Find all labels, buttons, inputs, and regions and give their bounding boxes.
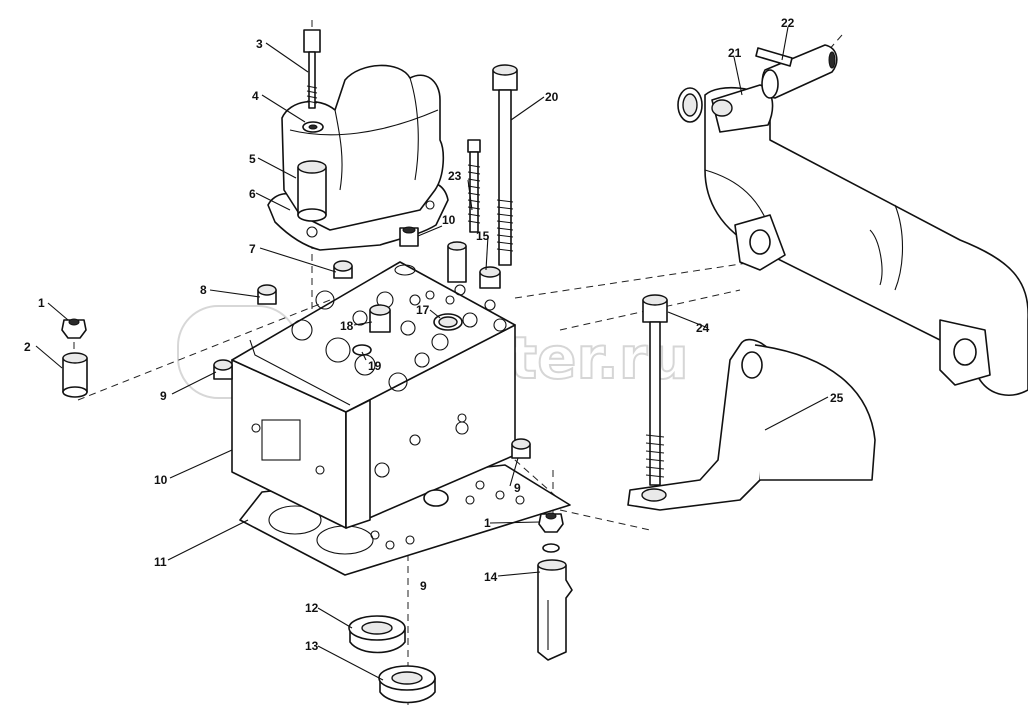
small-parts [213, 226, 531, 459]
valve-seat-ring-upper [348, 615, 406, 654]
long-head-bolt [492, 64, 518, 266]
callout-7: 7 [249, 242, 256, 256]
leader-lines [35, 26, 829, 681]
valve-seat-ring-lower [378, 665, 436, 704]
callout-12: 12 [305, 601, 319, 615]
callout-10-block: 10 [154, 473, 168, 487]
callout-6: 6 [249, 187, 256, 201]
callout-9-right: 9 [514, 481, 521, 495]
callout-5: 5 [249, 152, 256, 166]
stud-bolt [467, 139, 481, 233]
support-bracket [627, 338, 876, 511]
callout-25: 25 [830, 391, 844, 405]
callout-24: 24 [696, 321, 710, 335]
callout-9-left: 9 [160, 389, 167, 403]
callout-23: 23 [448, 169, 462, 183]
callout-4: 4 [252, 89, 259, 103]
callout-20: 20 [545, 90, 559, 104]
left-sleeve [62, 352, 88, 398]
callout-15: 15 [476, 229, 490, 243]
callout-22: 22 [781, 16, 795, 30]
callout-1-right: 1 [484, 516, 491, 530]
right-nut [538, 512, 564, 533]
callout-8: 8 [200, 283, 207, 297]
cover-bolt [303, 29, 321, 109]
cylinder-head [231, 261, 516, 529]
callout-17: 17 [416, 303, 430, 317]
callout-13: 13 [305, 639, 319, 653]
callout-14: 14 [484, 570, 498, 584]
cover-washer [302, 121, 324, 133]
callout-labels: 3 4 5 6 7 8 9 10 11 12 13 1 2 10 15 23 2… [24, 16, 844, 653]
callout-9-bottom: 9 [420, 579, 427, 593]
manifold-pipe [755, 44, 838, 99]
callout-18: 18 [340, 319, 354, 333]
callout-19: 19 [368, 359, 382, 373]
left-nut [61, 318, 87, 339]
cover-spacer [297, 160, 327, 222]
callout-21: 21 [728, 46, 742, 60]
exhaust-manifold [677, 84, 1028, 396]
rocker-support [537, 543, 573, 661]
callout-3: 3 [256, 37, 263, 51]
callout-2: 2 [24, 340, 31, 354]
callout-11: 11 [154, 555, 167, 569]
callout-10-top: 10 [442, 213, 456, 227]
bracket-bolt [642, 294, 668, 486]
callout-1-left: 1 [38, 296, 45, 310]
